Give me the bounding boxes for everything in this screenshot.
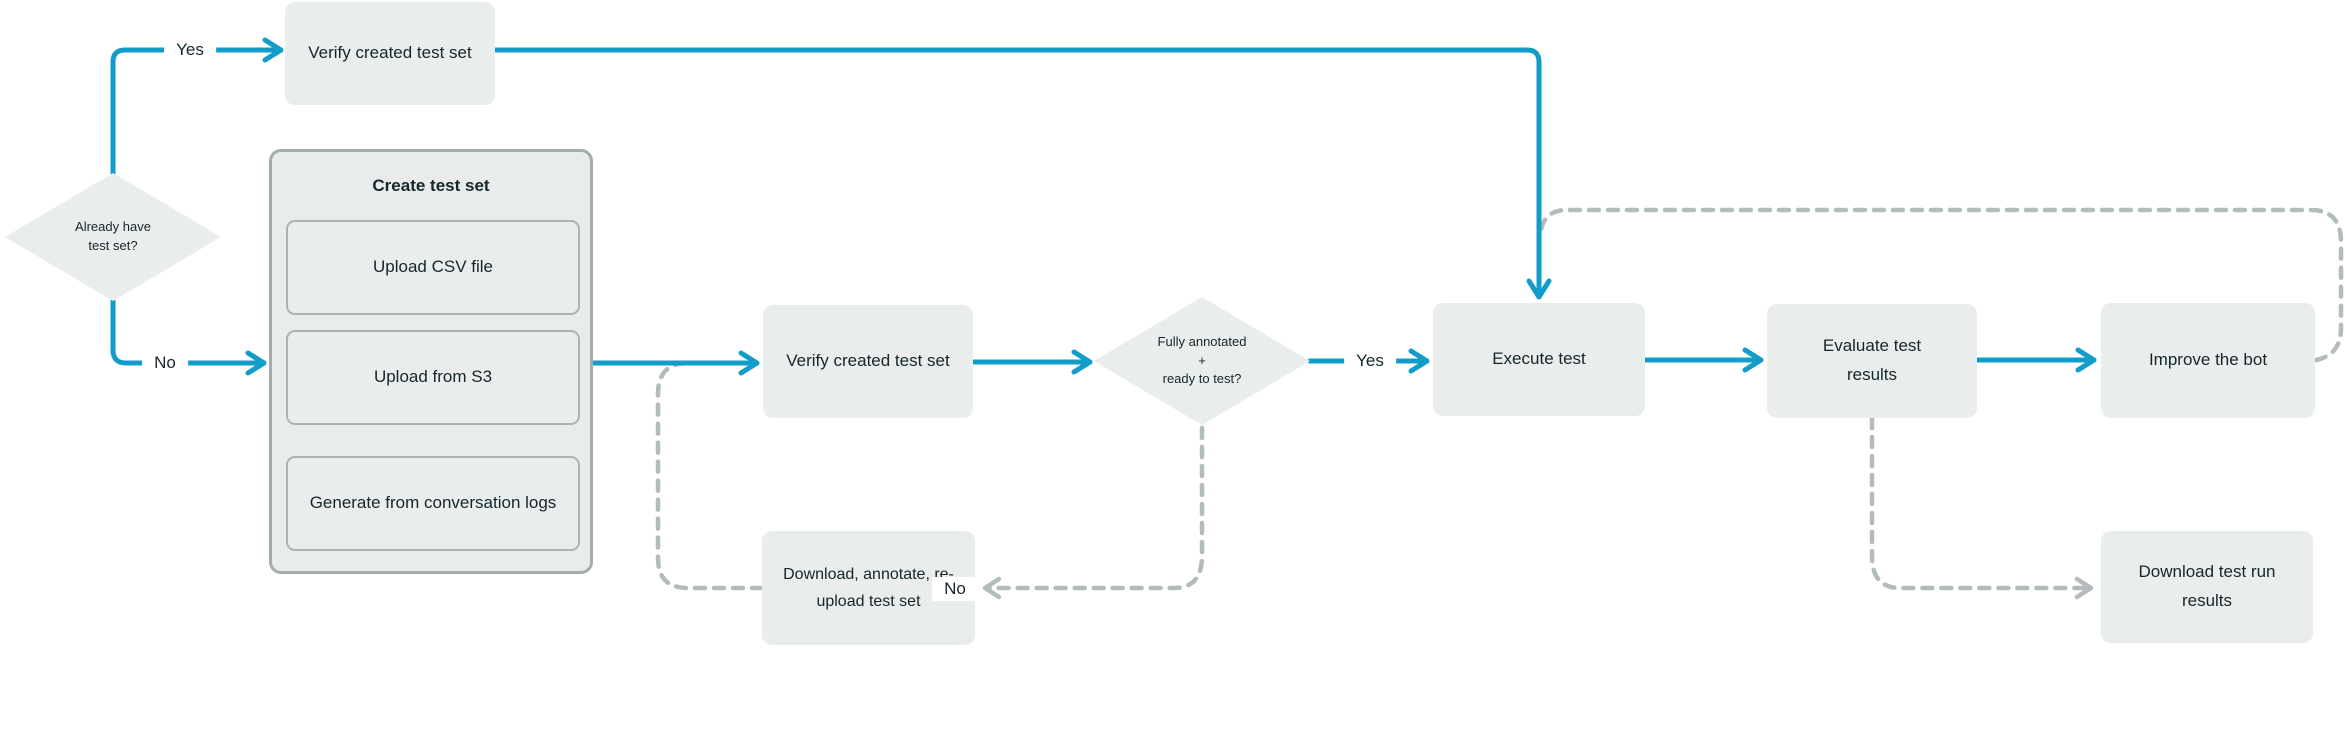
label-no-left: No: [142, 351, 188, 375]
edge-decision2-no-to-download-annotate: [982, 425, 1205, 600]
node-verify-created-test-set-top: Verify created test set: [285, 2, 495, 105]
option-upload-csv-file: Upload CSV file: [286, 220, 580, 315]
edge-evaluate-to-download-results: [1869, 415, 2094, 600]
label-yes-top: Yes: [164, 38, 216, 62]
edge-download-annotate-loop-to-verify: [655, 360, 765, 591]
option-upload-from-s3: Upload from S3: [286, 330, 580, 425]
group-create-test-set: Create test set Upload CSV file Upload f…: [269, 149, 593, 574]
node-label: Download test run results: [2138, 562, 2276, 610]
option-label: Upload from S3: [373, 367, 493, 387]
node-label: Verify created test set: [786, 351, 950, 371]
edge-improve-feedback-to-execute: [1538, 207, 2344, 363]
node-label: Download, annotate, re-upload test set: [783, 565, 954, 610]
edge-decision1-no-to-create-set: [110, 298, 267, 376]
edge-verify-top-to-execute: [492, 47, 1552, 300]
node-label: Verify created test set: [308, 43, 472, 63]
option-label: Upload CSV file: [372, 257, 493, 277]
label-yes-mid: Yes: [1344, 349, 1396, 373]
node-label: Evaluate test results: [1822, 336, 1922, 384]
label-no-mid: No: [932, 577, 978, 601]
node-execute-test: Execute test: [1433, 303, 1645, 416]
node-label: Improve the bot: [2148, 350, 2268, 370]
group-title: Create test set: [372, 176, 490, 195]
option-label: Generate from conversation logs: [309, 493, 557, 513]
edge-decision1-yes-to-verify-top: [110, 37, 284, 176]
node-verify-created-test-set: Verify created test set: [763, 305, 973, 418]
node-evaluate-test-results: Evaluate test results: [1767, 304, 1977, 418]
node-improve-the-bot: Improve the bot: [2101, 303, 2315, 418]
option-generate-from-logs: Generate from conversation logs: [286, 456, 580, 551]
node-download-test-run-results: Download test run results: [2101, 531, 2313, 643]
node-label: Execute test: [1492, 349, 1586, 369]
